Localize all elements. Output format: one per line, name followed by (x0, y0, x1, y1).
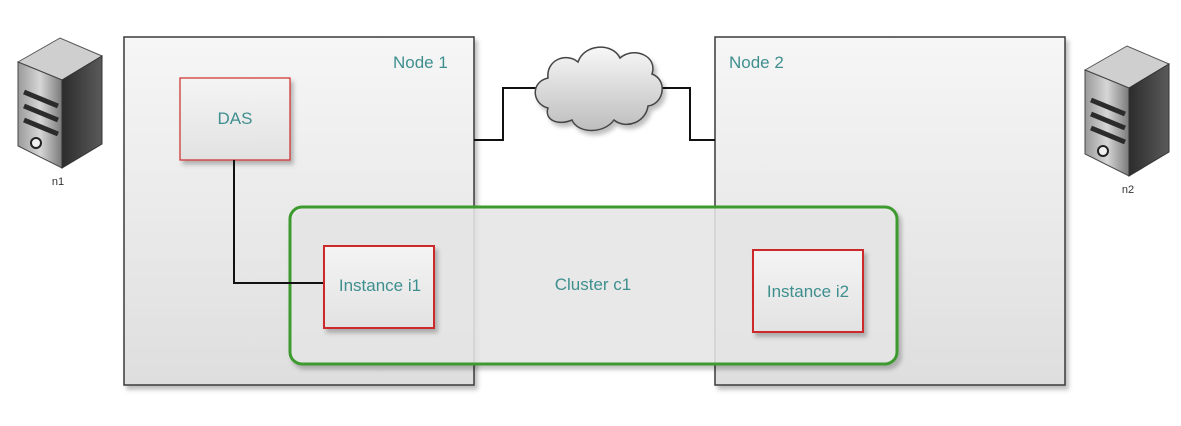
server-label-n2: n2 (1122, 184, 1134, 196)
das-instance-connector (233, 160, 324, 284)
instance-i2: Instance i2 (752, 249, 864, 333)
server-n1: n1 (16, 37, 104, 188)
das-component: DAS (179, 77, 291, 161)
instance-i1: Instance i1 (323, 245, 435, 329)
server-icon (16, 37, 104, 169)
instance-i2-label: Instance i2 (767, 282, 849, 301)
cluster-label: Cluster c1 (555, 275, 632, 294)
instance-i2-box (752, 249, 864, 333)
node-1-label: Node 1 (393, 53, 448, 72)
network-connection (474, 46, 715, 141)
server-icon (1083, 45, 1171, 177)
server-n2: n2 (1083, 45, 1171, 196)
server-label-n1: n1 (52, 176, 64, 188)
instance-i1-box (323, 245, 435, 329)
das-label: DAS (218, 109, 253, 128)
cluster-c1: Cluster c1 (288, 205, 899, 366)
das-box (179, 77, 291, 161)
cluster-box (288, 205, 899, 366)
network-link-left (474, 87, 540, 141)
network-link-right (660, 87, 715, 141)
instance-i1-label: Instance i1 (339, 276, 421, 295)
node-2-label: Node 2 (729, 53, 784, 72)
network-cloud-icon (534, 46, 663, 132)
